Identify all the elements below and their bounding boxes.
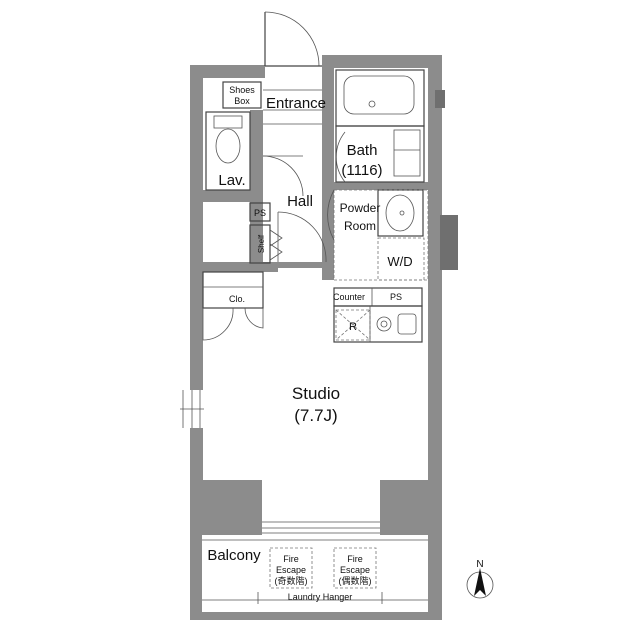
shelf-label: Shelf bbox=[257, 234, 266, 253]
balcony-window[interactable] bbox=[262, 520, 380, 535]
refrigerator-label: R bbox=[349, 321, 357, 333]
closet-label: Clo. bbox=[229, 294, 245, 304]
ps-kitchen-label: PS bbox=[390, 292, 402, 302]
shoes-box-label: Shoes bbox=[229, 85, 255, 95]
fire-escape-1-label-2: Escape bbox=[276, 565, 306, 575]
studio-size-label: (7.7J) bbox=[294, 406, 337, 425]
closet[interactable] bbox=[202, 271, 264, 341]
kitchen-counter bbox=[333, 287, 423, 343]
lav-door[interactable] bbox=[262, 155, 304, 197]
fire-escape-2-label-3: (偶数階) bbox=[339, 575, 372, 586]
ps-top-label: PS bbox=[254, 208, 266, 218]
exterior-walls bbox=[190, 55, 458, 620]
north-arrow-icon bbox=[466, 568, 494, 599]
fire-escape-2-label: Fire bbox=[347, 554, 363, 564]
washbasin-icon bbox=[377, 189, 424, 237]
entrance-label: Entrance bbox=[266, 95, 326, 112]
left-window bbox=[180, 390, 204, 428]
fire-escape-1-label: Fire bbox=[283, 554, 299, 564]
entrance-door[interactable] bbox=[264, 11, 322, 67]
hall-label: Hall bbox=[287, 193, 313, 210]
ps-shaft bbox=[249, 202, 271, 222]
fire-escape-hatch-1 bbox=[269, 547, 313, 589]
laundry-hanger-label: Laundry Hanger bbox=[288, 592, 353, 602]
compass-label: N bbox=[476, 559, 483, 570]
toilet-icon bbox=[205, 111, 251, 191]
wd-label: W/D bbox=[387, 254, 412, 269]
fire-escape-2-label-2: Escape bbox=[340, 565, 370, 575]
fire-escape-hatch-2 bbox=[333, 547, 377, 589]
bathtub-icon bbox=[335, 69, 425, 127]
powder-room-label: Powder bbox=[340, 201, 381, 215]
studio-label: Studio bbox=[292, 384, 340, 403]
powder-room-label-2: Room bbox=[344, 219, 376, 233]
bath-label: Bath bbox=[347, 142, 378, 159]
hall-door[interactable] bbox=[277, 211, 327, 263]
bath-size-label: (1116) bbox=[341, 162, 382, 179]
counter-label: Counter bbox=[333, 292, 365, 302]
balcony-label: Balcony bbox=[207, 547, 261, 564]
interior-walls bbox=[203, 55, 428, 280]
shoes-box-label-2: Box bbox=[234, 96, 250, 106]
lav-label: Lav. bbox=[218, 172, 245, 189]
shoes-box bbox=[222, 81, 262, 109]
fire-escape-1-label-3: (奇数階) bbox=[275, 575, 308, 586]
